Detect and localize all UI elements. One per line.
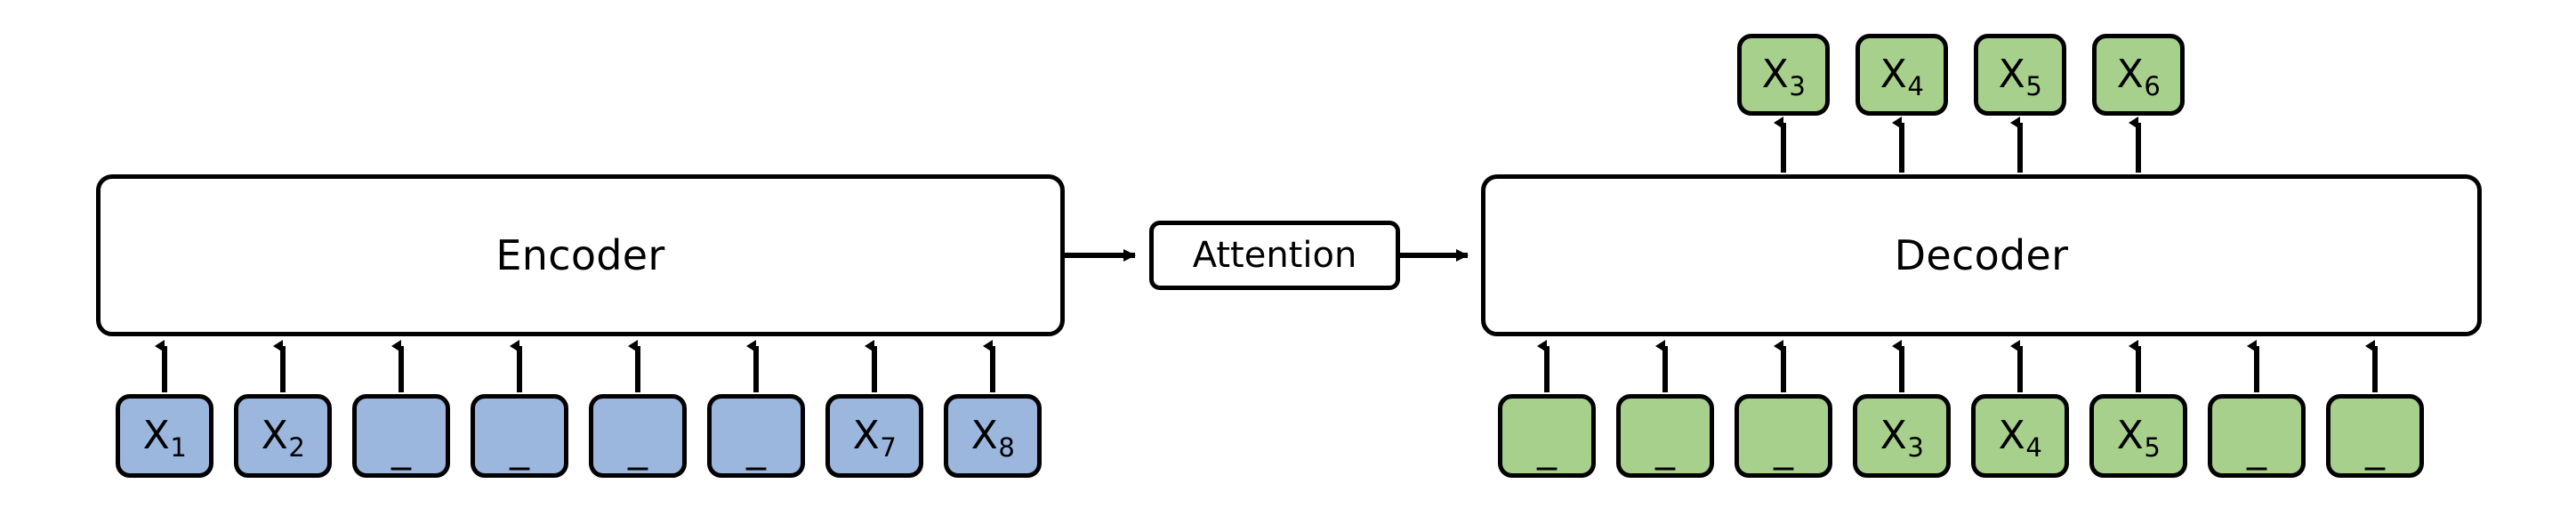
- token-text: X4: [1880, 52, 1924, 101]
- encoder-input-token[interactable]: _: [589, 394, 687, 478]
- token-text: X3: [1761, 52, 1806, 101]
- token-text: _: [1537, 425, 1557, 471]
- attention-label: Attention: [1192, 235, 1357, 276]
- token-text: _: [628, 425, 648, 471]
- token-text: X3: [1880, 413, 1924, 463]
- decoder-input-token[interactable]: X5: [2089, 394, 2187, 478]
- decoder-output-token[interactable]: X5: [1974, 34, 2066, 116]
- decoder-output-arrows: [1774, 117, 2141, 173]
- token-text: X4: [1998, 413, 2042, 463]
- decoder-label: Decoder: [1894, 231, 2069, 279]
- token-text: X2: [261, 413, 305, 463]
- token-text: _: [1774, 425, 1793, 471]
- token-text: _: [510, 425, 529, 471]
- token-text: X1: [142, 413, 187, 463]
- decoder-input-token[interactable]: _: [1735, 394, 1832, 478]
- decoder-input-arrows: [1537, 340, 2378, 392]
- decoder-input-token[interactable]: _: [2326, 394, 2424, 478]
- decoder-input-token[interactable]: _: [2208, 394, 2306, 478]
- decoder-input-token[interactable]: _: [1498, 394, 1596, 478]
- token-text: X5: [1998, 52, 2042, 101]
- token-text: _: [1655, 425, 1675, 471]
- decoder-box[interactable]: Decoder: [1481, 174, 2482, 336]
- decoder-output-token[interactable]: X3: [1737, 34, 1830, 116]
- token-text: _: [2247, 425, 2266, 471]
- encoder-label: Encoder: [495, 231, 665, 279]
- token-text: X6: [2116, 52, 2161, 101]
- decoder-output-token[interactable]: X6: [2092, 34, 2185, 116]
- encoder-input-token[interactable]: X1: [116, 394, 213, 478]
- encoder-input-token[interactable]: X2: [234, 394, 332, 478]
- token-text: X5: [2116, 413, 2161, 463]
- token-text: _: [391, 425, 411, 471]
- decoder-input-token[interactable]: _: [1616, 394, 1714, 478]
- decoder-input-token[interactable]: X3: [1853, 394, 1951, 478]
- token-text: X8: [970, 413, 1015, 463]
- token-text: _: [746, 425, 766, 471]
- token-text: X7: [852, 413, 897, 463]
- decoder-input-token[interactable]: X4: [1971, 394, 2069, 478]
- encoder-input-arrows: [155, 340, 995, 392]
- decoder-output-token[interactable]: X4: [1856, 34, 1948, 116]
- encoder-input-token[interactable]: X8: [944, 394, 1042, 478]
- attention-box[interactable]: Attention: [1149, 221, 1400, 290]
- token-text: _: [2365, 425, 2385, 471]
- encoder-box[interactable]: Encoder: [96, 174, 1065, 336]
- encoder-input-token[interactable]: _: [471, 394, 568, 478]
- encoder-input-token[interactable]: _: [707, 394, 805, 478]
- encoder-input-token[interactable]: X7: [825, 394, 923, 478]
- encoder-input-token[interactable]: _: [352, 394, 450, 478]
